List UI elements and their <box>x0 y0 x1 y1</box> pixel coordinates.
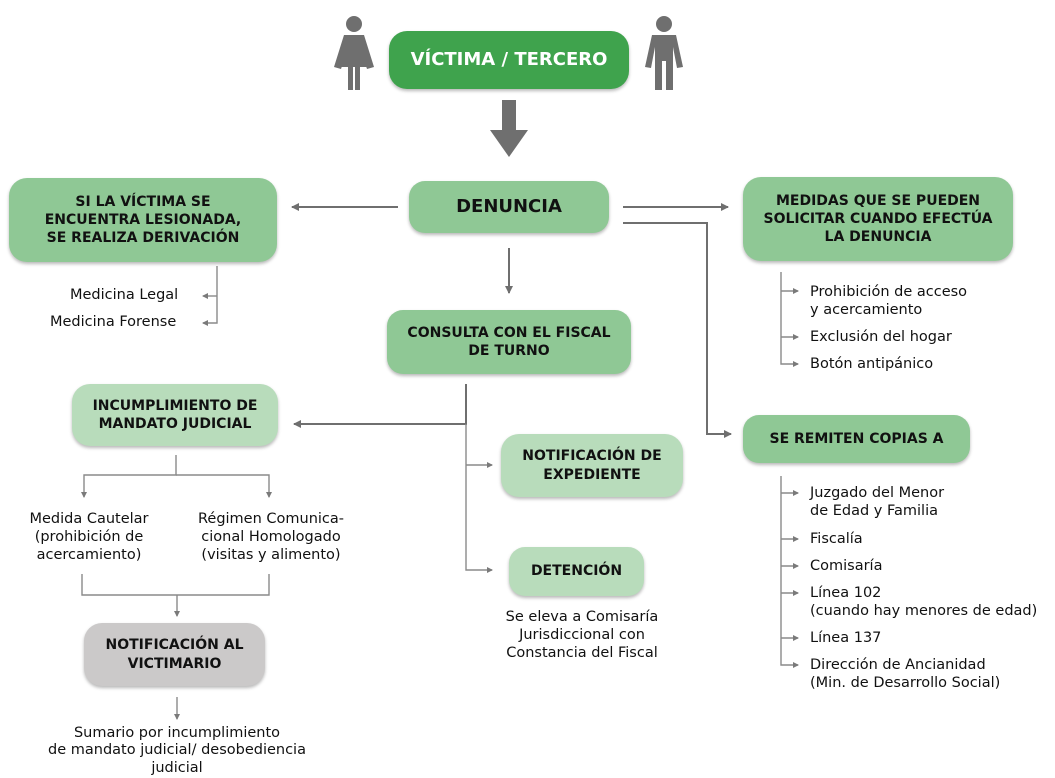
arrow-denuncia-to-copies <box>623 222 732 438</box>
breach-split <box>81 455 177 498</box>
copies-box: SE REMITEN COPIAS A <box>743 415 970 463</box>
breach-box: INCUMPLIMIENTO DE MANDATO JUDICIAL <box>72 384 278 446</box>
measures-item-prohibicion: Prohibición de acceso y acercamiento <box>810 284 968 319</box>
breach-right-text: Régimen Comunica- cional Homologado (vis… <box>197 511 345 564</box>
female-person-icon <box>334 16 374 90</box>
notif-victimario-box: NOTIFICACIÓN AL VICTIMARIO <box>84 623 265 686</box>
measures-item-exclusion: Exclusión del hogar <box>810 329 952 345</box>
copies-item-juzgado: Juzgado del Menor de Edad y Familia <box>810 485 945 520</box>
down-arrow-icon <box>490 100 528 157</box>
fiscal-box: CONSULTA CON EL FISCAL DE TURNO <box>387 310 631 374</box>
detencion-box: DETENCIÓN <box>509 547 644 596</box>
injured-branch <box>202 266 218 326</box>
notif-expediente-box: NOTIFICACIÓN DE EXPEDIENTE <box>501 434 683 497</box>
breach-left-text: Medida Cautelar (prohibición de acercami… <box>29 511 149 564</box>
copies-item-ancianidad: Dirección de Ancianidad (Min. de Desarro… <box>810 657 1001 692</box>
measures-branch <box>780 272 799 367</box>
injured-box: SI LA VÍCTIMA SE ENCUENTRA LESIONADA, SE… <box>9 178 277 262</box>
copies-branch <box>780 476 799 668</box>
breach-merge <box>81 574 270 596</box>
victim-box: VÍCTIMA / TERCERO <box>389 31 629 89</box>
copies-item-fiscalia: Fiscalía <box>810 531 863 547</box>
measures-item-boton: Botón antipánico <box>810 356 934 372</box>
detencion-note: Se eleva a Comisaría Jurisdiccional con … <box>505 609 659 662</box>
injured-item-legal: Medicina Legal <box>70 287 179 303</box>
copies-item-comisaria: Comisaría <box>810 558 883 574</box>
copies-item-linea102: Línea 102 (cuando hay menores de edad) <box>810 585 1038 620</box>
arrow-fiscal-to-detencion <box>465 424 493 573</box>
copies-item-linea137: Línea 137 <box>810 630 882 646</box>
victimario-note: Sumario por incumplimiento de mandato ju… <box>48 725 306 776</box>
male-person-icon <box>645 16 683 90</box>
denuncia-box: DENUNCIA <box>409 181 609 233</box>
measures-box: MEDIDAS QUE SE PUEDEN SOLICITAR CUANDO E… <box>743 177 1013 261</box>
arrow-fiscal-to-breach <box>293 384 467 428</box>
injured-item-forense: Medicina Forense <box>50 314 177 330</box>
